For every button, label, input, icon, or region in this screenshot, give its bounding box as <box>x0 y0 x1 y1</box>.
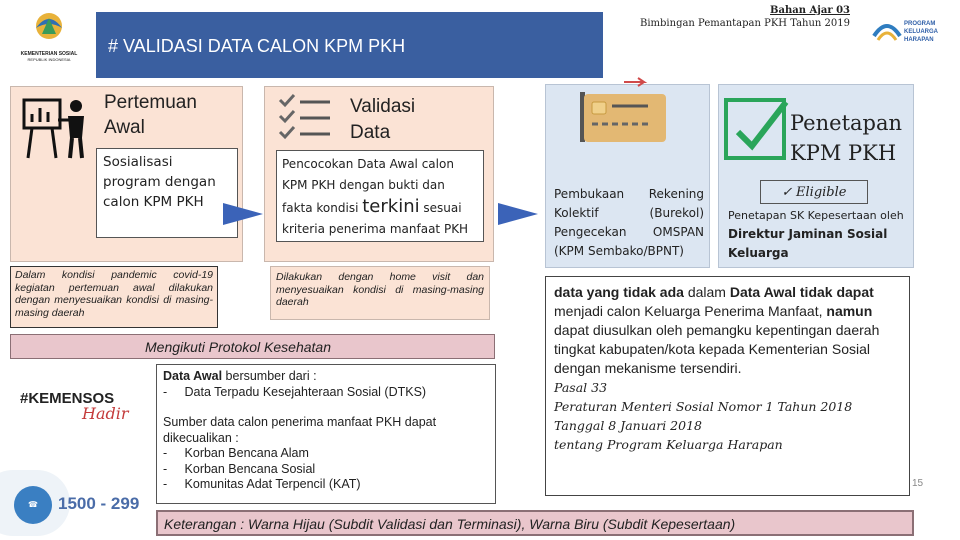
step2-body-box: Pencocokan Data Awal calon KPM PKH denga… <box>276 150 484 242</box>
step4-body: Penetapan SK Kepesertaan oleh Direktur J… <box>728 209 904 260</box>
arrow-2-icon <box>498 203 538 225</box>
pkh-logo: PROGRAM KELUARGA HARAPAN <box>872 10 950 54</box>
hotline-badge: ☎ 1500 - 299 <box>0 470 155 536</box>
protokol-banner: Mengikuti Protokol Kesehatan <box>10 334 495 359</box>
step3-body: Pembukaan Rekening Kolektif (Burekol) Pe… <box>554 187 704 258</box>
step4-panel <box>718 84 914 268</box>
right-info-box: data yang tidak ada dalam Data Awal tida… <box>545 276 910 496</box>
bahan-ajar-label: Bahan Ajar 03 Bimbingan Pemantapan PKH T… <box>640 5 850 29</box>
kemensos-hadir-logo: #KEMENSOS Hadir <box>20 390 129 423</box>
checklist-icon <box>278 93 330 140</box>
step1-note: Dalam kondisi pandemic covid-19 kegiatan… <box>10 266 218 328</box>
step4-title: Penetapan KPM PKH <box>790 111 903 165</box>
eligible-badge: ✓ Eligible <box>760 180 868 204</box>
garuda-icon <box>36 13 62 39</box>
presentation-icon <box>22 98 84 159</box>
checkbox-check-icon <box>724 98 789 160</box>
arrow-1-icon <box>223 203 263 225</box>
kemensos-logo: KEMENTERIAN SOSIAL REPUBLIK INDONESIA <box>14 6 84 64</box>
title-bar: # VALIDASI DATA CALON KPM PKH <box>96 12 603 78</box>
page-title: # VALIDASI DATA CALON KPM PKH <box>108 36 406 56</box>
step1-title: Pertemuan Awal <box>104 92 197 138</box>
phone-circle-icon: ☎ <box>14 486 52 524</box>
page-number: 15 <box>912 478 924 489</box>
bank-card-icon <box>580 77 666 142</box>
step1-body-box: Sosialisasi program dengan calon KPM PKH <box>96 148 238 238</box>
check-icon: ✓ <box>781 184 797 199</box>
sumber-data-box: Data Awal bersumber dari : - Data Terpad… <box>156 364 496 504</box>
step2-note: Dilakukan dengan home visit dan menyesua… <box>270 266 490 320</box>
keterangan-banner: Keterangan : Warna Hijau (Subdit Validas… <box>156 510 914 536</box>
step2-title: Validasi Data <box>350 96 416 143</box>
pkh-emblem-icon <box>872 24 902 41</box>
